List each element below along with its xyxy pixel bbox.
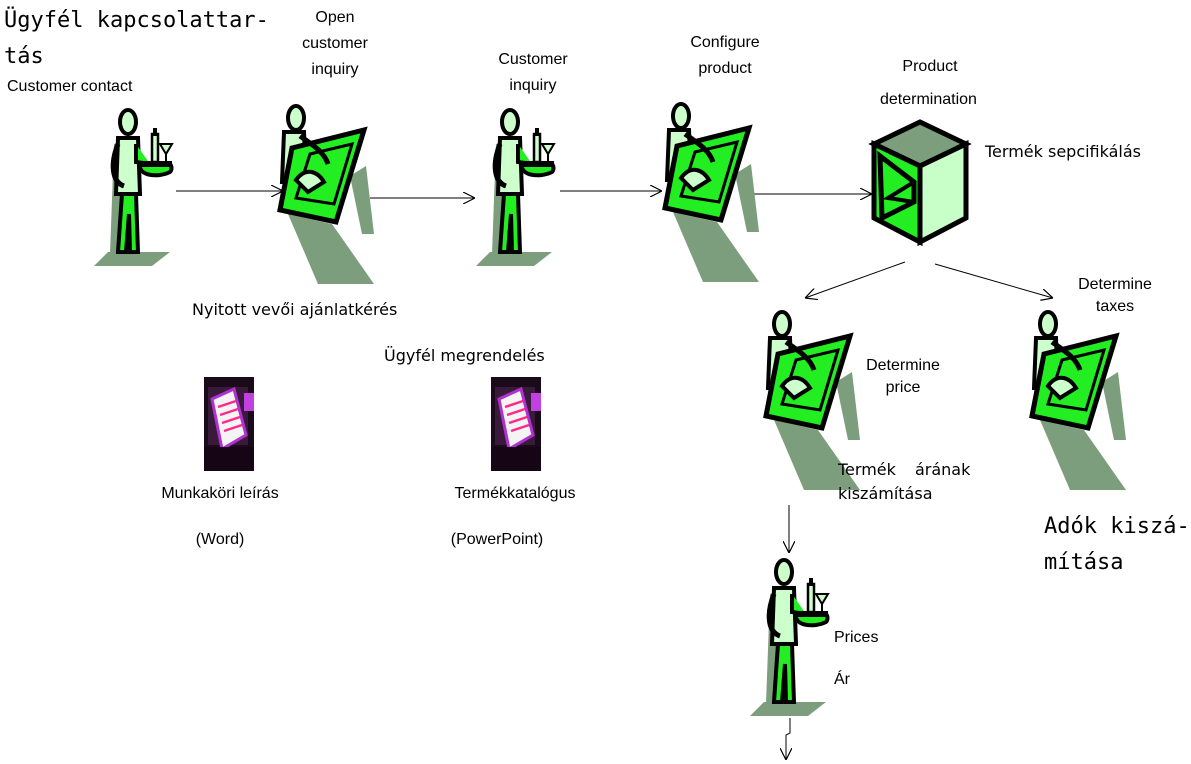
word-document-name-label: Munkaköri leírás	[161, 485, 279, 502]
product-determination-en-label-2: determination	[880, 91, 977, 108]
prices-waiter-icon	[750, 560, 828, 716]
determine-price-en-label-2: price	[885, 379, 921, 396]
determine-taxes-hu-label-1: Adók kiszá-	[1044, 514, 1190, 539]
determine-taxes-desk-worker-icon	[1032, 312, 1126, 490]
product-determination-cube-icon	[874, 122, 966, 242]
arrow-prices-down	[786, 718, 790, 760]
arrow-determination-to-taxes	[934, 263, 1053, 298]
determine-price-en-label-1: Determine	[866, 357, 940, 374]
configure-product-desk-worker-icon	[665, 104, 759, 282]
configure-product-label-2: product	[698, 60, 752, 77]
powerpoint-document-icon	[489, 375, 543, 473]
open-inquiry-en-label-2: customer	[302, 35, 368, 52]
customer-contact-en-label: Customer contact	[7, 78, 133, 95]
word-document-icon	[202, 375, 256, 473]
open-inquiry-en-label-1: Open	[315, 9, 355, 26]
customer-contact-hu-label-2: tás	[4, 44, 44, 69]
customer-inquiry-hu-label: Ügyfél megrendelés	[384, 346, 545, 365]
configure-product-label-1: Configure	[690, 34, 760, 51]
determine-taxes-en-label-2: taxes	[1095, 298, 1135, 315]
customer-inquiry-en-label-1: Customer	[498, 51, 568, 68]
customer-inquiry-waiter-icon	[476, 110, 554, 266]
open-inquiry-hu-label: Nyitott vevői ajánlatkérés	[192, 300, 398, 319]
product-determination-en-label-1: Product	[902, 58, 958, 75]
customer-inquiry-en-label-2: inquiry	[509, 77, 557, 94]
determine-taxes-en-label-1: Determine	[1078, 276, 1152, 293]
determine-price-hu-label-1: Termék árának	[838, 460, 971, 479]
open-inquiry-desk-worker-icon	[280, 106, 374, 284]
prices-hu-label: Ár	[834, 671, 850, 688]
customer-contact-hu-label-1: Ügyfél kapcsolattar-	[4, 8, 269, 33]
powerpoint-document-app-label: (PowerPoint)	[450, 531, 544, 548]
prices-en-label: Prices	[834, 629, 879, 646]
word-document-app-label: (Word)	[195, 531, 245, 548]
determine-price-hu-label-2: kiszámítása	[838, 484, 933, 503]
product-determination-hu-label: Termék sepcifikálás	[985, 142, 1142, 161]
customer-contact-waiter-icon	[94, 110, 172, 266]
determine-taxes-hu-label-2: mítása	[1044, 550, 1124, 575]
powerpoint-document-name-label: Termékkatalógus	[454, 485, 576, 502]
open-inquiry-en-label-3: inquiry	[311, 61, 359, 78]
arrow-determination-to-price	[805, 261, 906, 298]
